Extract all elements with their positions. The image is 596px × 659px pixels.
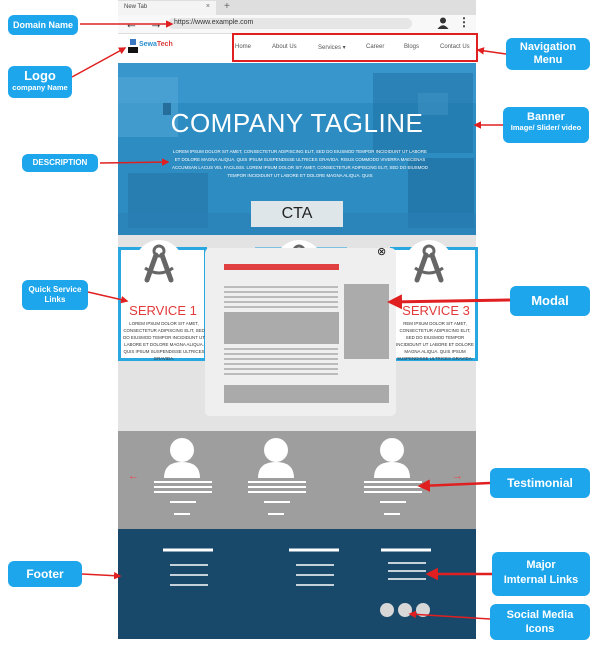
callout-internal-links-line1: Major	[526, 559, 556, 571]
browser-tab[interactable]: New Tab ×	[118, 1, 216, 15]
testimonial-avatar-3	[364, 438, 422, 515]
callout-logo-subtitle: company Name	[12, 83, 68, 92]
logo-prefix: Sewa	[139, 41, 157, 48]
callout-modal: Modal	[510, 286, 590, 316]
profile-icon[interactable]	[436, 16, 450, 30]
callout-description: DESCRIPTION	[22, 154, 98, 172]
service-1-icon-circle	[135, 240, 183, 288]
callout-banner-subtitle: Image/ Slider/ video	[510, 123, 582, 132]
compass-icon	[144, 244, 174, 283]
service-1-title[interactable]: SERVICE 1	[129, 303, 197, 318]
company-tagline: COMPANY TAGLINE	[170, 108, 424, 138]
callout-navigation-line2: Menu	[533, 54, 563, 66]
site-header	[118, 34, 476, 62]
callout-testimonial: Testimonial	[490, 468, 590, 498]
footer-link-column-3[interactable]	[378, 545, 438, 585]
nav-about[interactable]: About Us	[272, 44, 297, 50]
company-logo-text[interactable]: SewaTech	[139, 41, 173, 48]
callout-quick-links-line2: Links	[44, 295, 66, 304]
callout-navigation-line1: Navigation	[519, 41, 577, 53]
callout-banner: Banner Image/ Slider/ video	[503, 107, 589, 143]
service-3-text: REM IPSUM DOLOR SIT AMET, CONSECTETUR AD…	[396, 321, 474, 361]
footer	[118, 529, 476, 639]
callout-domain-name: Domain Name	[8, 15, 78, 35]
callout-social-line1: Social Media	[506, 609, 574, 621]
tab-title: New Tab	[124, 4, 148, 10]
service-3-title[interactable]: SERVICE 3	[402, 303, 470, 318]
compass-icon	[414, 244, 444, 283]
testimonial-avatar-1	[154, 438, 212, 515]
callout-social-line2: Icons	[525, 623, 555, 635]
logo-icon[interactable]	[128, 39, 138, 53]
callout-banner-title: Banner	[527, 111, 565, 123]
service-1-text: LOREM IPSUM DOLOR SIT AMET, CONSECTETUR …	[123, 321, 205, 361]
nav-services[interactable]: Services ▾	[318, 45, 346, 51]
address-bar[interactable]: https://www.example.com	[168, 18, 412, 29]
logo-suffix: Tech	[156, 41, 173, 48]
footer-link-column-2[interactable]	[286, 545, 346, 595]
modal-content-wireframe	[224, 264, 389, 403]
callout-logo-title: Logo	[24, 68, 56, 83]
hero-description: LOREM IPSUM DOLOR SIT AMET, CONSECTETUR …	[172, 149, 428, 178]
social-media-icons[interactable]	[378, 601, 432, 619]
back-forward-icons[interactable]: ← →	[125, 16, 167, 31]
testimonial-avatar-2	[248, 438, 306, 515]
callout-internal-links-line2: Imternal Links	[503, 574, 579, 586]
nav-contact[interactable]: Contact Us	[440, 44, 470, 50]
nav-home[interactable]: Home	[235, 44, 252, 50]
service-3-icon-circle	[405, 240, 453, 288]
callout-logo: Logo company Name	[8, 66, 72, 98]
callout-quick-links-line1: Quick Service	[28, 285, 82, 294]
callout-internal-links: Major Imternal Links	[492, 552, 590, 596]
nav-blogs[interactable]: Blogs	[404, 44, 420, 50]
callout-navigation-menu: Navigation Menu	[506, 38, 590, 70]
testimonial-prev-icon[interactable]: ←	[128, 470, 139, 482]
callout-quick-service-links: Quick Service Links	[22, 280, 88, 310]
new-tab-button[interactable]: +	[224, 1, 230, 12]
browser-menu-icon[interactable]: ⋮	[458, 15, 470, 29]
testimonial-next-icon[interactable]: →	[452, 470, 463, 482]
cta-button[interactable]: CTA	[251, 201, 343, 227]
callout-social-media: Social Media Icons	[490, 604, 590, 640]
tab-close-icon[interactable]: ×	[205, 3, 210, 10]
callout-footer: Footer	[8, 561, 82, 587]
footer-link-column-1[interactable]	[160, 545, 220, 595]
modal-close-icon[interactable]: ⊗	[377, 246, 387, 258]
nav-career[interactable]: Career	[366, 44, 385, 50]
